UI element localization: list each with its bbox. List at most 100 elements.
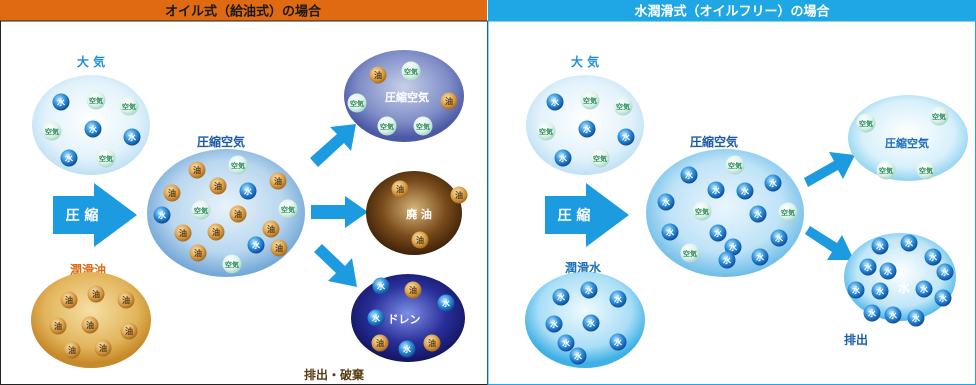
water-molecule (863, 304, 881, 322)
oil-molecule-label: 油 (428, 338, 436, 348)
water-molecule-label: 水 (911, 313, 921, 323)
left-discharge-label: 排出・破棄 (304, 367, 365, 382)
air-molecule (590, 148, 610, 168)
water-molecule (907, 309, 925, 327)
water-molecule-label: 水 (376, 281, 386, 291)
water-molecule-label: 水 (402, 344, 412, 354)
water-molecule-label: 水 (875, 241, 885, 251)
oil-molecule (404, 281, 422, 299)
water-molecule (900, 234, 918, 252)
oil-molecule (49, 317, 67, 335)
water-molecule-label: 水 (573, 351, 583, 361)
water-molecule (609, 290, 627, 308)
left-drain-molecules: 水油水水油水油 (367, 277, 455, 358)
oil-molecule-label: 油 (455, 190, 463, 200)
oil-molecule-label: 油 (193, 165, 201, 175)
water-molecule (764, 174, 782, 192)
water-molecule-label: 水 (127, 132, 137, 142)
air-molecule (580, 90, 600, 110)
left-output-air-molecules: 油空気空気油空気空気 (347, 61, 458, 136)
water-molecule (123, 128, 141, 146)
oil-molecule-label: 油 (275, 243, 283, 253)
water-molecule (372, 277, 390, 295)
water-molecule (884, 306, 902, 324)
right-air-molecules: 水空気空気空気水水水空気 (536, 90, 635, 168)
water-molecule-label: 水 (875, 286, 885, 296)
air-molecule-label: 空気 (231, 161, 245, 170)
water-molecule-label: 水 (888, 310, 898, 320)
water-molecule-label: 水 (550, 97, 560, 107)
water-molecule (239, 182, 257, 200)
oil-molecule (270, 239, 288, 257)
left-arrow-to-waste-oil (311, 196, 368, 228)
water-molecule (859, 258, 877, 276)
oil-molecule (174, 224, 192, 242)
oil-molecule-label: 油 (92, 289, 100, 299)
air-molecule-label: 空気 (416, 122, 430, 131)
oil-molecule (391, 180, 409, 198)
water-molecule-label: 水 (441, 298, 451, 308)
air-molecule-label: 空気 (695, 207, 709, 216)
air-molecule-label: 空気 (879, 166, 893, 175)
air-molecule-label: 空気 (99, 154, 113, 163)
air-molecule (856, 113, 876, 133)
oil-molecule (87, 285, 105, 303)
water-molecule (871, 282, 889, 300)
air-molecule (222, 254, 242, 274)
water-molecule (871, 237, 889, 255)
water-molecule (552, 288, 570, 306)
oil-molecule-label: 油 (86, 320, 94, 330)
right-arrow-to-discharge (805, 226, 854, 260)
oil-molecule-label: 油 (214, 181, 222, 191)
right-compressed-molecules: 水空気水水水水空気空気水水水水水空気水水 (657, 155, 798, 269)
water-molecule-label: 水 (755, 252, 765, 262)
oil-molecule (440, 92, 458, 110)
water-molecule-label: 水 (661, 197, 671, 207)
air-molecule (401, 61, 421, 81)
oil-molecule (189, 244, 207, 262)
water-molecule (749, 205, 767, 223)
air-molecule (278, 199, 298, 219)
left-compressed-label: 圧縮空気 (197, 134, 245, 149)
air-molecule-label: 空気 (932, 112, 946, 121)
water-molecule-label: 水 (64, 153, 74, 163)
oil-molecule (209, 177, 227, 195)
air-molecule-label: 空気 (404, 67, 418, 76)
oil-molecule (63, 341, 81, 359)
right-lubricant-molecules: 水水水水水水水水 (545, 281, 627, 365)
water-molecule-label: 水 (613, 337, 623, 347)
water-molecule (718, 251, 736, 269)
air-molecule-label: 空気 (593, 154, 607, 163)
water-molecule-label: 水 (584, 285, 594, 295)
oil-molecule-label: 油 (416, 235, 424, 245)
water-molecule-label: 水 (586, 318, 596, 328)
water-molecule (557, 334, 575, 352)
air-molecule (191, 200, 211, 220)
water-molecule (661, 223, 679, 241)
water-molecule (437, 294, 455, 312)
right-lubricant-label: 潤滑水 (565, 260, 602, 275)
water-molecule (924, 248, 942, 266)
left-arrow-to-compressed-air (310, 124, 356, 167)
oil-molecule-label: 油 (396, 184, 404, 194)
air-molecule (876, 160, 896, 180)
water-molecule (736, 182, 754, 200)
air-molecule-label: 空気 (859, 119, 873, 128)
water-molecule (609, 333, 627, 351)
water-molecule (879, 262, 897, 280)
air-molecule-label: 空気 (380, 122, 394, 131)
water-molecule-label: 水 (56, 97, 66, 107)
water-molecule (578, 120, 596, 138)
oil-molecule-label: 油 (212, 227, 220, 237)
left-compress-arrow-label: 圧 縮 (66, 207, 99, 224)
left-header-title: オイル式（給油式）の場合 (165, 4, 322, 20)
oil-molecule (94, 339, 112, 357)
air-molecule (929, 106, 949, 126)
water-molecule (770, 229, 788, 247)
right-air-label: 大 気 (571, 54, 599, 69)
oil-molecule-label: 油 (125, 326, 133, 336)
water-molecule-label: 水 (621, 132, 631, 142)
water-molecule-label: 水 (904, 238, 914, 248)
